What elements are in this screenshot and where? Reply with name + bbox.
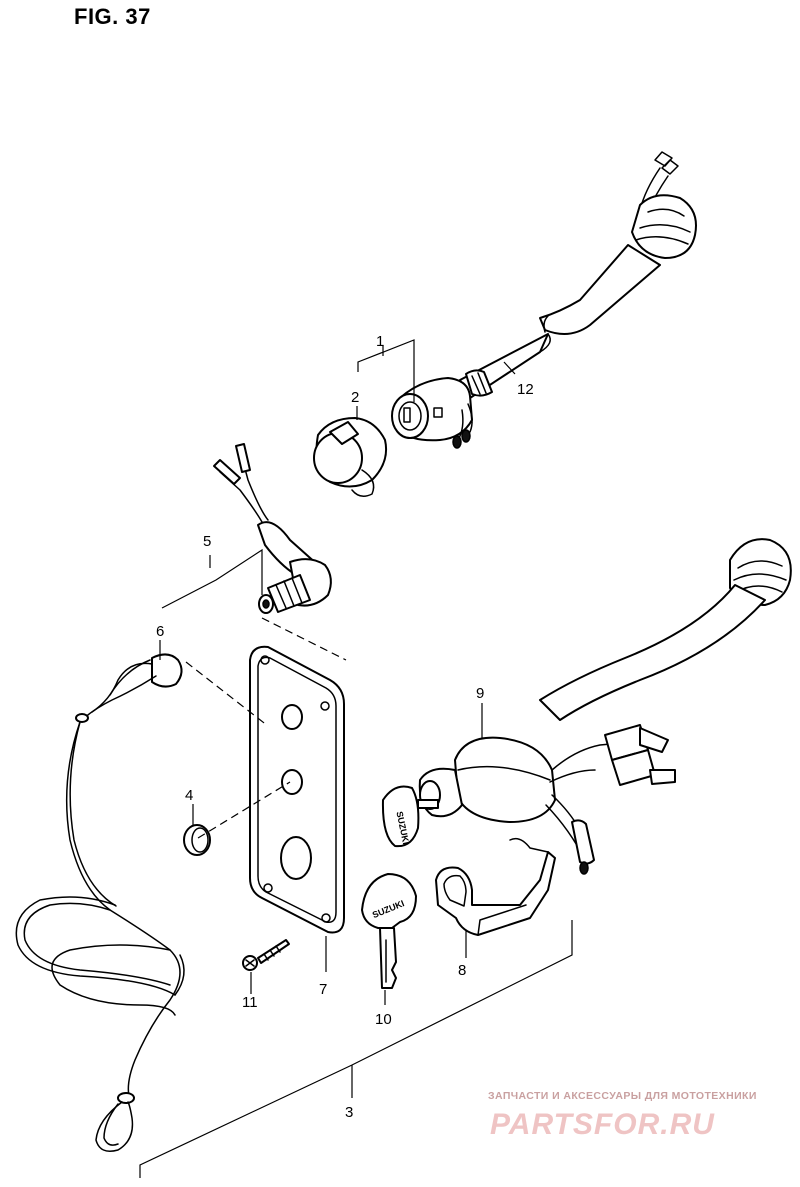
watermark-logo: PARTSFOR.RU <box>490 1108 715 1141</box>
callout-12: 12 <box>517 381 534 398</box>
wiring-harness-12 <box>459 151 697 399</box>
callout-2: 2 <box>351 389 359 406</box>
blanking-plug-4 <box>183 824 211 856</box>
key-10: SUZUKI <box>361 873 417 989</box>
mounting-plate-7 <box>249 645 345 934</box>
key-in-switch: SUZUKI <box>381 785 439 848</box>
callout-10: 10 <box>375 1011 392 1028</box>
callout-4: 4 <box>185 787 193 804</box>
figure-title: FIG. 37 <box>74 4 151 29</box>
ignition-switch-9 <box>418 538 792 875</box>
bracket-8 <box>435 837 556 936</box>
callout-11: 11 <box>242 994 258 1011</box>
callout-5: 5 <box>203 533 211 550</box>
cap-2 <box>313 417 388 497</box>
callout-8: 8 <box>458 962 466 979</box>
callout-6: 6 <box>156 623 164 640</box>
callout-3: 3 <box>345 1104 353 1121</box>
screw-11 <box>242 939 290 971</box>
callout-7: 7 <box>319 981 327 998</box>
watermark-caption: ЗАПЧАСТИ И АКСЕССУАРЫ ДЛЯ МОТОТЕХНИКИ <box>488 1090 757 1102</box>
callout-9: 9 <box>476 685 484 702</box>
lanyard-switch-5 <box>213 443 332 614</box>
lanyard-cord-6 <box>15 653 185 1152</box>
stop-switch-1 <box>391 377 473 449</box>
callout-1: 1 <box>376 333 384 350</box>
